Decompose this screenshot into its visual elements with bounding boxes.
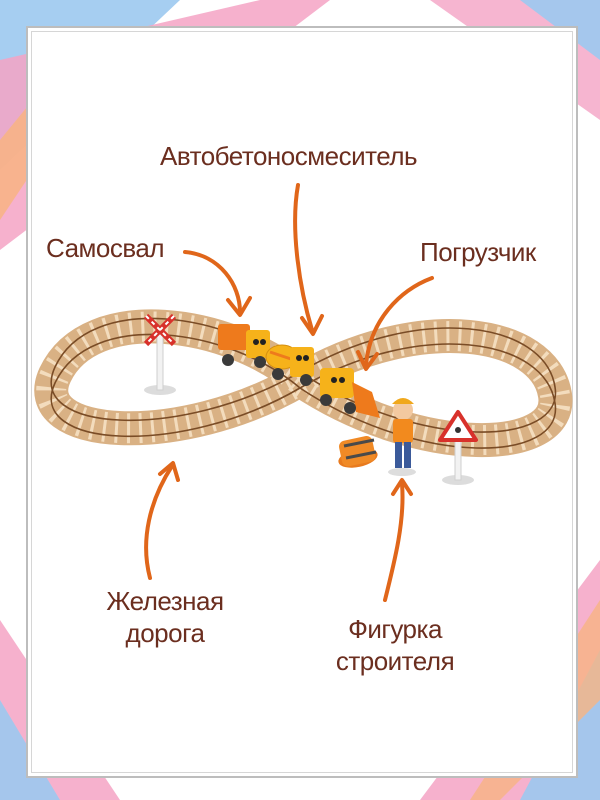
orange-barrel xyxy=(338,436,378,468)
concrete-mixer xyxy=(265,344,314,386)
label-railway: Железная дорога xyxy=(70,585,260,649)
builder-figure xyxy=(388,398,416,476)
label-railway-line1: Железная xyxy=(106,586,224,616)
arrow-to-railway-head xyxy=(158,461,180,482)
white-card-frame xyxy=(26,26,578,778)
label-loader: Погрузчик xyxy=(420,237,536,267)
label-builder-figure-line1: Фигурка xyxy=(348,614,442,644)
label-dump-truck: Самосвал xyxy=(46,233,165,263)
arrow-to-mixer-head xyxy=(300,314,324,336)
arrow-to-mixer xyxy=(293,183,314,332)
annotation-arrows xyxy=(144,183,434,602)
dump-truck xyxy=(218,324,270,368)
label-railway-line2: дорога xyxy=(125,618,205,648)
arrow-to-figure-head xyxy=(391,478,413,496)
label-concrete-mixer: Автобетоносмеситель xyxy=(160,141,418,171)
front-loader xyxy=(320,368,380,418)
road-work-sign xyxy=(438,410,478,485)
arrow-to-figure xyxy=(383,482,405,602)
arrow-to-loader-head xyxy=(356,350,379,371)
railroad-crossing-sign xyxy=(143,313,177,395)
arrow-to-loader xyxy=(364,276,434,367)
label-builder-figure: Фигурка строителя xyxy=(300,613,490,677)
arrow-to-railway xyxy=(144,464,174,580)
arrow-to-dump-truck-head xyxy=(226,296,252,317)
arrow-to-dump-truck xyxy=(183,250,242,314)
label-builder-figure-line2: строителя xyxy=(335,646,455,676)
